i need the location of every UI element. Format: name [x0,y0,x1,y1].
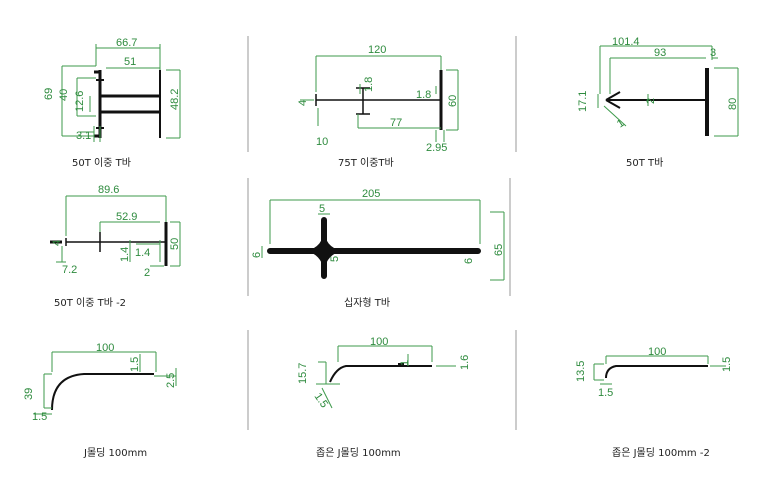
dimension-lines [34,351,177,415]
dim-label: 205 [362,188,380,200]
dim-label: 5 [329,256,341,262]
panel-50t-double-tbar-2: 89.6 52.9 4 50 1.4 1.4 7.2 2 50T 이중 T바 -… [50,184,181,309]
profile-shape [267,217,481,279]
dim-label: 13.5 [575,361,587,382]
dim-label: 6 [251,252,263,258]
dim-label: 3 [710,47,716,59]
dimension-lines [261,199,505,281]
dim-label: 48.2 [169,89,181,110]
panel-50t-tbar: 101.4 93 3 17.1 2 80 1 50T T바 [577,36,739,169]
panel-caption: 75T 이중T바 [338,157,394,169]
dimension-lines [300,55,459,142]
dim-label: 4 [51,240,63,246]
dim-label: 40 [58,89,70,101]
dim-label: 4 [297,100,309,106]
dim-label: 3.1 [76,130,91,142]
dim-label: 100 [96,342,114,354]
dim-label: 6 [463,258,475,264]
panel-caption: 50T 이중 T바 [72,157,131,169]
dim-label: 1.5 [598,387,613,399]
panel-narrow-j-molding: 100 15.7 1 1.6 1.5 좁은 J몰딩 100mm [297,336,471,459]
dim-label: 101.4 [612,36,640,48]
dim-label: 1.8 [416,89,431,101]
panel-caption: 50T 이중 T바 -2 [54,297,126,309]
profile-shape [605,365,708,379]
dimension-lines [316,345,456,409]
panel-caption: 좁은 J몰딩 100mm -2 [612,447,710,459]
profile-shape [50,222,168,266]
panel-caption: 50T T바 [626,157,663,169]
dim-label: 2.5 [165,373,177,388]
dim-label: 1.6 [459,355,471,370]
dim-label: 66.7 [116,37,137,49]
dim-label: 89.6 [98,184,119,196]
profile-shape [315,87,441,115]
dim-label: 80 [727,98,739,110]
dimension-lines [56,195,181,267]
dim-label: 15.7 [297,363,309,384]
dim-label: 1.5 [721,357,733,372]
panel-narrow-j-molding-2: 100 13.5 1.5 1.5 좁은 J몰딩 100mm -2 [575,346,733,459]
dim-label: 120 [368,44,386,56]
dim-label: 10 [316,136,328,148]
dimension-lines [593,355,726,385]
dim-label: 93 [654,47,666,59]
dim-label: 100 [370,336,388,348]
dim-label: 69 [43,88,55,100]
dim-label: 77 [390,117,402,129]
dim-label: 2 [144,267,150,279]
profile-shape [306,228,342,276]
dimension-lines [61,44,181,142]
panel-caption: J몰딩 100mm [83,447,147,459]
dim-label: 1.4 [119,247,131,262]
dim-label: 52.9 [116,211,137,223]
profile-shape [605,91,707,109]
panel-50t-double-tbar: 66.7 51 69 40 12.6 48.2 3.1 50T 이중 T바 [43,37,181,169]
dim-label: 1.4 [135,247,150,259]
profile-shape [94,70,160,138]
dim-label: 65 [493,244,505,256]
dimension-lines [597,45,739,137]
dim-label: 2.95 [426,142,447,154]
profile-shape [329,363,432,383]
panel-75t-double-tbar: 120 1.8 1.8 60 4 77 10 2.95 75T 이중T바 [297,44,459,169]
dim-label: 2 [645,98,657,104]
dim-label: 60 [447,95,459,107]
dim-label: 100 [648,346,666,358]
dim-label: 51 [124,56,136,68]
dim-label: 1 [615,117,627,130]
dim-label: 17.1 [577,91,589,112]
dim-label: 5 [319,203,325,215]
profile-shape [51,373,154,411]
dim-label: 39 [23,388,35,400]
panel-caption: 좁은 J몰딩 100mm [316,447,401,459]
dim-label: 1.5 [32,411,47,423]
dim-label: 1.5 [129,357,141,372]
dim-label: 7.2 [62,264,77,276]
profile-shape [96,70,161,138]
dim-label: 50 [169,238,181,250]
dim-label: 1.5 [312,391,331,410]
panel-caption: 십자형 T바 [344,297,390,309]
dim-label: 1 [399,360,411,366]
panel-j-molding: 100 1.5 39 2.5 1.5 J몰딩 100mm [23,342,177,459]
profile-shape [65,232,166,252]
dim-label: 12.6 [74,91,86,112]
dim-label: 1.8 [363,77,375,92]
panel-cross-tbar: 205 5 6 5 6 65 십자형 T바 [251,188,505,309]
